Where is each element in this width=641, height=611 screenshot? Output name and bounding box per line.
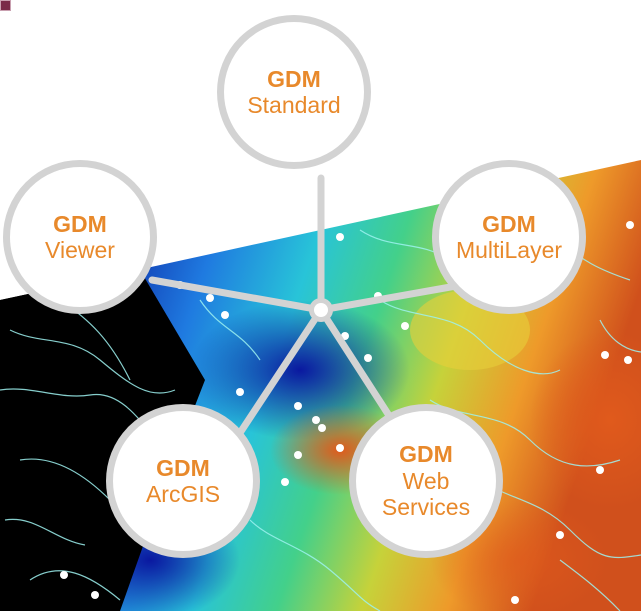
node-brand: GDM	[156, 454, 210, 481]
node-product: ArcGIS	[145, 481, 221, 507]
node-product: Web Services	[381, 467, 471, 521]
connector-viewer	[148, 276, 325, 314]
node-gdm-arcgis[interactable]: GDM ArcGIS	[106, 404, 260, 558]
node-brand: GDM	[267, 65, 321, 92]
node-gdm-viewer[interactable]: GDM Viewer	[3, 160, 157, 314]
node-brand: GDM	[399, 441, 453, 468]
corner-badge-icon	[0, 0, 11, 11]
connector-arcgis	[228, 306, 325, 449]
node-product: Viewer	[45, 237, 115, 263]
node-product: MultiLayer	[455, 237, 563, 263]
node-product: Standard	[247, 92, 341, 118]
node-gdm-standard[interactable]: GDM Standard	[217, 15, 371, 169]
node-brand: GDM	[482, 210, 536, 237]
node-gdm-multilayer[interactable]: GDM MultiLayer	[432, 160, 586, 314]
node-gdm-web-services[interactable]: GDM Web Services	[349, 404, 503, 558]
node-brand: GDM	[53, 210, 107, 237]
hub-center	[314, 303, 328, 317]
